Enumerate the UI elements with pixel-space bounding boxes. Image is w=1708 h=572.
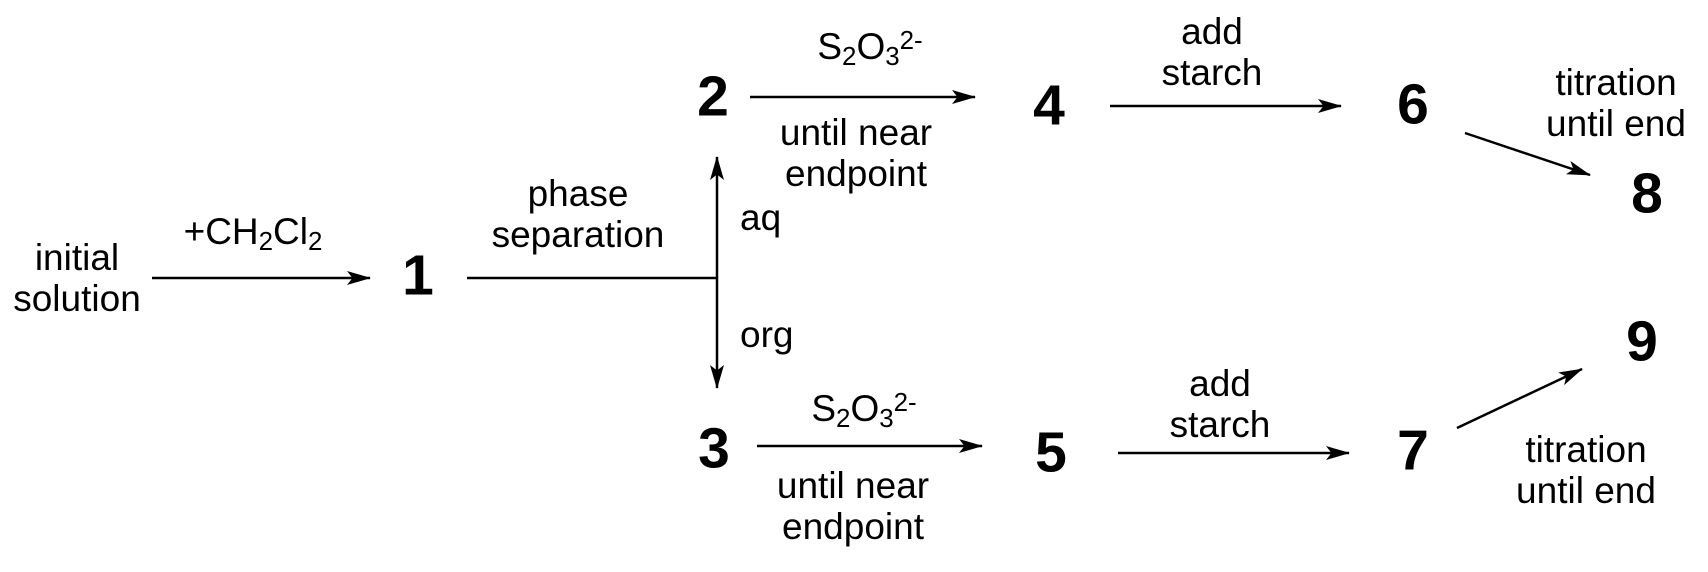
label-phase-separation-line2: separation: [491, 214, 665, 255]
node-9: 9: [1626, 309, 1658, 374]
titration-until-end-line2: until end: [1516, 470, 1656, 511]
thiosulfate-charge: 2-: [893, 388, 917, 417]
node-3: 3: [698, 416, 730, 481]
titration-until-end-line2: until end: [1546, 103, 1686, 144]
dcm-subscript-2: 2: [308, 227, 323, 256]
thiosulfate-el1: S: [817, 26, 843, 67]
label-organic-phase: org: [740, 314, 794, 355]
thiosulfate-el2: O: [850, 388, 880, 429]
node-1: 1: [402, 243, 434, 308]
label-initial-solution-line1: initial: [34, 237, 120, 278]
thiosulfate-sub1: 2: [842, 42, 857, 71]
dcm-subscript-1: 2: [258, 227, 274, 256]
node-7: 7: [1397, 418, 1429, 483]
node-2: 2: [697, 64, 729, 129]
label-add-starch-bottom: add starch: [1170, 363, 1271, 445]
until-near-endpoint-line2: endpoint: [785, 153, 927, 194]
add-starch-line2: starch: [1169, 404, 1271, 445]
thiosulfate-sub1: 2: [836, 404, 851, 433]
arrow-6-to-8: [1464, 131, 1591, 177]
label-aqueous-phase: aq: [740, 197, 782, 238]
until-near-endpoint-line2: endpoint: [782, 506, 924, 547]
thiosulfate-charge: 2-: [899, 26, 923, 55]
add-starch-line1: add: [1189, 363, 1251, 404]
label-dichloromethane-formula: +CH2Cl2: [183, 211, 323, 255]
thiosulfate-el1: S: [811, 388, 837, 429]
dcm-prefix: +CH: [183, 211, 259, 252]
titration-until-end-line1: titration: [1555, 62, 1677, 103]
until-near-endpoint-line1: until near: [779, 112, 933, 153]
thiosulfate-el2: O: [856, 26, 886, 67]
thiosulfate-sub2: 3: [885, 42, 900, 71]
label-until-near-endpoint-top: until near endpoint: [780, 112, 932, 194]
label-thiosulfate-top: S2O32-: [817, 26, 923, 70]
label-titration-until-end-bottom: titration until end: [1516, 429, 1656, 511]
node-8: 8: [1631, 161, 1663, 226]
node-4: 4: [1033, 73, 1065, 138]
label-initial-solution-line2: solution: [13, 278, 141, 319]
label-thiosulfate-bottom: S2O32-: [811, 388, 917, 432]
label-initial-solution: initial solution: [13, 237, 141, 319]
add-starch-line2: starch: [1161, 52, 1263, 93]
thiosulfate-sub2: 3: [879, 404, 894, 433]
label-phase-separation: phase separation: [492, 173, 665, 255]
label-add-starch-top: add starch: [1162, 11, 1263, 93]
arrow-7-to-9: [1456, 367, 1583, 430]
node-6: 6: [1397, 72, 1429, 137]
titration-until-end-line1: titration: [1525, 429, 1647, 470]
add-starch-line1: add: [1181, 11, 1243, 52]
label-phase-separation-line1: phase: [527, 173, 629, 214]
node-5: 5: [1035, 420, 1067, 485]
until-near-endpoint-line1: until near: [776, 465, 930, 506]
label-titration-until-end-top: titration until end: [1546, 62, 1686, 144]
label-until-near-endpoint-bottom: until near endpoint: [777, 465, 929, 547]
dcm-mid: Cl: [273, 211, 309, 252]
